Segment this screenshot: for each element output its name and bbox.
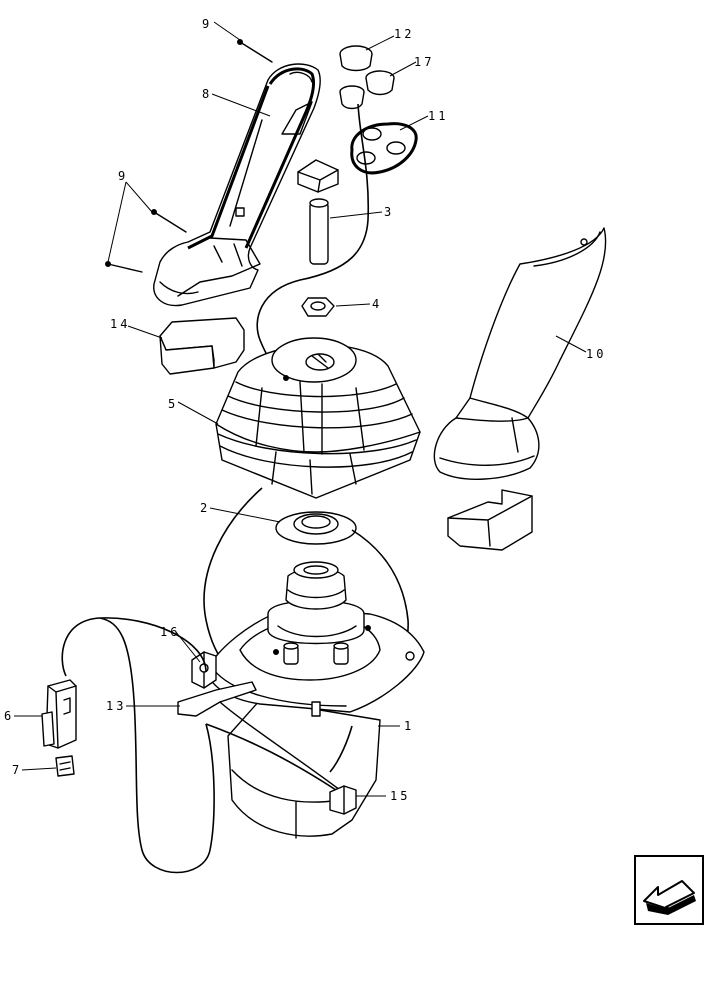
- connector-15: [329, 785, 357, 815]
- callout-10: 10: [586, 347, 606, 361]
- rod-3: [297, 159, 339, 265]
- handle-half-8: [153, 63, 321, 307]
- callout-5: 5: [168, 397, 178, 411]
- callout-8: 8: [202, 87, 212, 101]
- block-small: [447, 489, 533, 551]
- cap-12: [339, 45, 373, 72]
- cable-upper: [256, 103, 370, 379]
- plug-17: [339, 70, 395, 110]
- screw-9-lower: [105, 261, 143, 273]
- clip-16: [191, 651, 217, 689]
- callout-7: 7: [12, 763, 22, 777]
- callout-13: 13: [106, 699, 126, 713]
- clip-7: [55, 755, 75, 777]
- cable-plug: [61, 617, 215, 874]
- callout-17: 17: [414, 55, 434, 69]
- washer-2: [275, 511, 357, 545]
- callout-9-side: 9: [118, 169, 128, 183]
- leader-lines: [14, 21, 587, 797]
- callout-labels: 9 12 17 8 11 9 3 4 14 10 5 2 16 13 6 1 7…: [4, 17, 606, 803]
- callout-16: 16: [160, 625, 180, 639]
- bracket-13: [177, 681, 341, 791]
- callout-3: 3: [384, 205, 394, 219]
- previous-page-arrow-icon: [643, 880, 696, 915]
- handle-cover-10: [433, 227, 607, 480]
- screw-9-upper: [151, 209, 187, 233]
- boot-5: [215, 337, 421, 499]
- callout-1: 1: [404, 719, 414, 733]
- screw-9-top: [237, 39, 273, 63]
- callout-6: 6: [4, 709, 14, 723]
- cable-lower: [205, 723, 353, 791]
- callout-4: 4: [372, 297, 382, 311]
- plug-6: [41, 679, 77, 749]
- callout-15: 15: [390, 789, 410, 803]
- callout-9-top: 9: [202, 17, 212, 31]
- callout-14: 14: [110, 317, 130, 331]
- previous-page-button[interactable]: [634, 855, 704, 925]
- nut-4: [301, 297, 335, 317]
- callout-12: 12: [394, 27, 414, 41]
- block-14: [159, 317, 245, 375]
- callout-2: 2: [200, 501, 210, 515]
- callout-11: 11: [428, 109, 448, 123]
